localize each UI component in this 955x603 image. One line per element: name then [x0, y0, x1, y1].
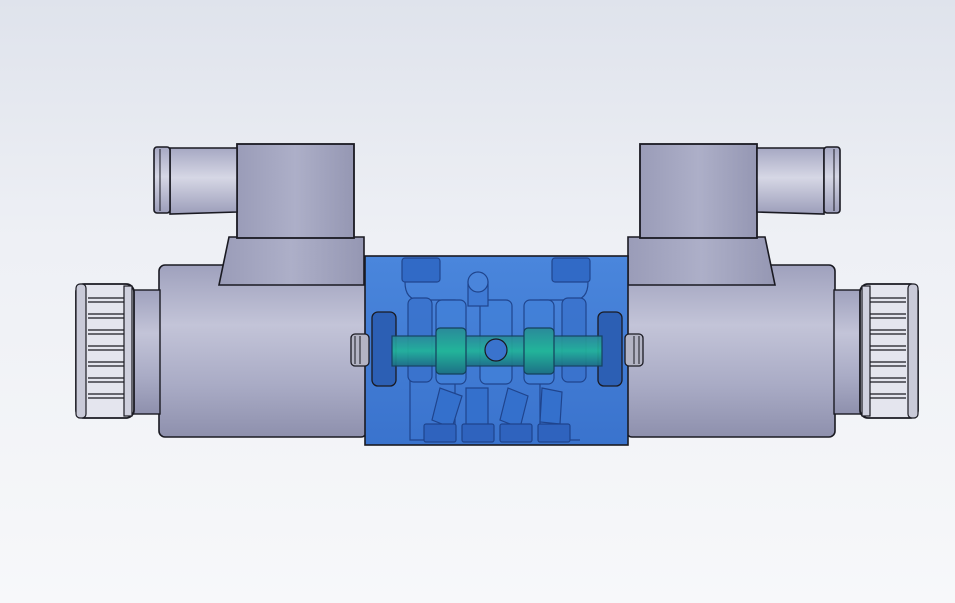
solenoid-right: [625, 143, 919, 438]
connector-plug-left[interactable]: [153, 146, 238, 215]
connector-box-right: [639, 143, 758, 239]
manual-override-knob-left[interactable]: [75, 283, 135, 419]
solenoid-left: [75, 143, 368, 438]
connector-plug-right[interactable]: [756, 146, 841, 215]
connector-base-left: [218, 236, 365, 286]
connector-base-right: [627, 236, 776, 286]
coil-tube-right: [625, 264, 836, 438]
coil-tube-left: [158, 264, 368, 438]
spool[interactable]: [391, 327, 603, 375]
valve-body[interactable]: [350, 255, 644, 446]
knob-collar-left: [131, 289, 161, 415]
manual-override-knob-right[interactable]: [859, 283, 919, 419]
connector-box-left: [236, 143, 355, 239]
